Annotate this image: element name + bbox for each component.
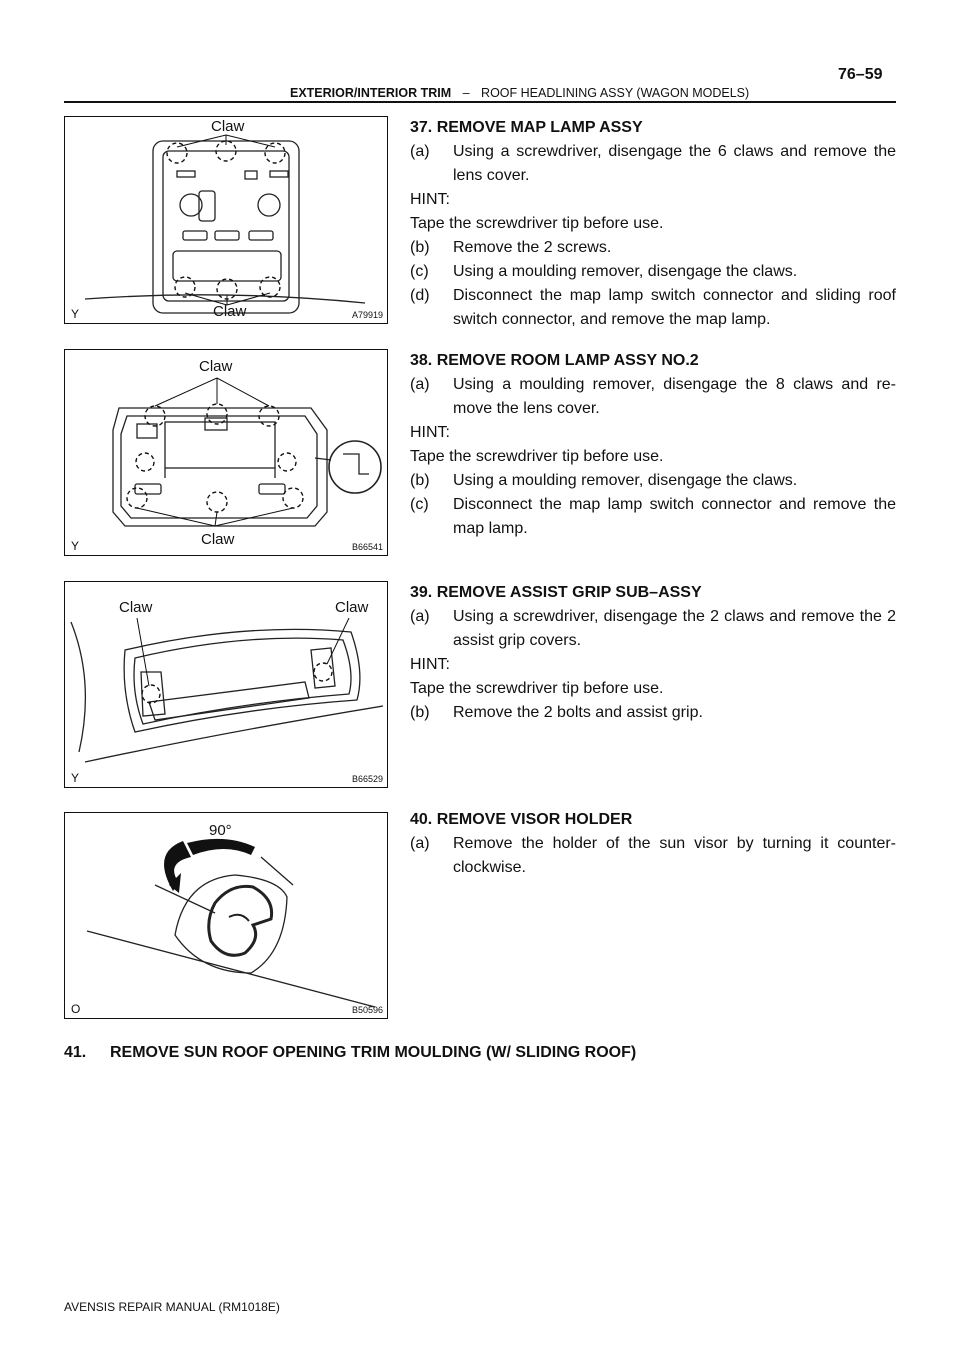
footer-manual-title: AVENSIS REPAIR MANUAL (RM1018E) xyxy=(64,1300,280,1314)
step-number: 41. xyxy=(64,1044,87,1061)
figure-mark: Y xyxy=(71,771,80,785)
angle-label: 90° xyxy=(209,822,232,839)
step-item: (d)Disconnect the map lamp switch connec… xyxy=(410,287,896,328)
step-item: (b)Remove the 2 bolts and assist grip. xyxy=(410,704,703,721)
figure-assist-grip: Claw Claw Y B66529 xyxy=(64,581,388,788)
step-heading: 37. REMOVE MAP LAMP ASSY xyxy=(410,119,643,136)
step-heading: 39. REMOVE ASSIST GRIP SUB–ASSY xyxy=(410,584,702,601)
figure-code: B66541 xyxy=(351,542,383,552)
step-38: 38. REMOVE ROOM LAMP ASSY NO.2 (a)Using … xyxy=(410,349,896,541)
hint-note: Tape the screwdriver tip before use. xyxy=(410,215,664,232)
figure-code: B66529 xyxy=(351,774,383,784)
figure-code: B50596 xyxy=(351,1005,383,1015)
step-item: (b)Remove the 2 screws. xyxy=(410,239,612,256)
step-item: (a)Remove the holder of the sun visor by… xyxy=(410,835,896,876)
figure-mark: Y xyxy=(71,307,80,321)
header-dash: – xyxy=(462,86,470,100)
figure-mark: Y xyxy=(71,539,80,553)
claw-label-bottom: Claw xyxy=(201,531,235,548)
claw-label-left: Claw xyxy=(119,599,153,616)
assist-grip-drawing xyxy=(70,617,384,763)
step-item: (c)Disconnect the map lamp switch connec… xyxy=(410,496,896,537)
step-heading: REMOVE SUN ROOF OPENING TRIM MOULDING (W… xyxy=(110,1044,637,1061)
hint-note: Tape the screwdriver tip before use. xyxy=(410,448,664,465)
figure-room-lamp: Claw Claw Y B66541 xyxy=(64,349,388,556)
claw-label-right: Claw xyxy=(335,599,369,616)
figure-code: A79919 xyxy=(351,310,383,320)
header-section: EXTERIOR/INTERIOR TRIM xyxy=(290,86,452,100)
step-heading: 38. REMOVE ROOM LAMP ASSY NO.2 xyxy=(410,352,699,369)
hint-label: HINT: xyxy=(410,656,450,673)
step-item: (a)Using a screwdriver, disengage the 6 … xyxy=(410,143,896,184)
step-item: (c)Using a moulding remover, disengage t… xyxy=(410,263,798,280)
header-rule xyxy=(64,101,896,103)
figure-mark: O xyxy=(71,1002,81,1016)
step-40: 40. REMOVE VISOR HOLDER (a)Remove the ho… xyxy=(410,808,896,880)
figure-map-lamp: Claw Claw Y A79919 xyxy=(64,116,388,324)
claw-label-top: Claw xyxy=(199,358,233,375)
room-lamp-drawing xyxy=(112,377,382,527)
step-heading: 40. REMOVE VISOR HOLDER xyxy=(410,811,633,828)
claw-label-top: Claw xyxy=(211,118,245,135)
claw-label-bottom: Claw xyxy=(213,303,247,320)
visor-holder-drawing xyxy=(86,838,376,1008)
header-subsection: ROOF HEADLINING ASSY (WAGON MODELS) xyxy=(481,86,750,100)
page-number: 76–59 xyxy=(838,66,883,83)
hint-label: HINT: xyxy=(410,191,450,208)
running-header: EXTERIOR/INTERIOR TRIM – ROOF HEADLINING… xyxy=(290,86,749,100)
step-item: (a)Using a screwdriver, disengage the 2 … xyxy=(410,608,896,649)
map-lamp-drawing xyxy=(84,134,366,314)
step-39: 39. REMOVE ASSIST GRIP SUB–ASSY (a)Using… xyxy=(410,581,896,725)
step-37: 37. REMOVE MAP LAMP ASSY (a)Using a scre… xyxy=(410,116,896,332)
step-item: (a)Using a moulding remover, disengage t… xyxy=(410,376,896,417)
step-item: (b)Using a moulding remover, disengage t… xyxy=(410,472,798,489)
hint-note: Tape the screwdriver tip before use. xyxy=(410,680,664,697)
hint-label: HINT: xyxy=(410,424,450,441)
step-41: 41. REMOVE SUN ROOF OPENING TRIM MOULDING… xyxy=(64,1044,636,1062)
figure-visor-holder: 90° O B50596 xyxy=(64,812,388,1019)
